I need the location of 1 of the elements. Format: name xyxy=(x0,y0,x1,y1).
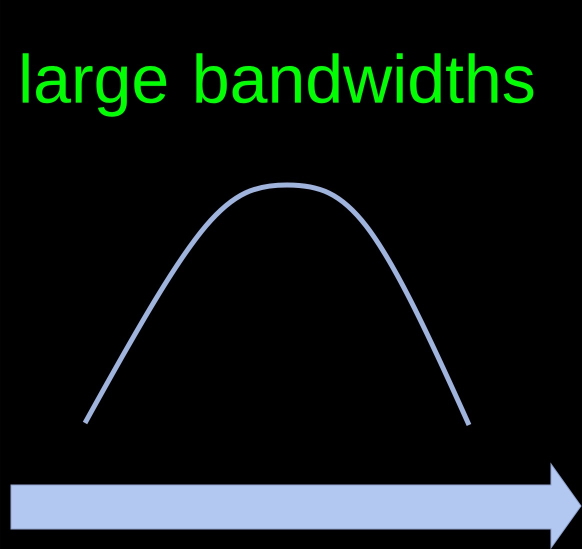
title: large bandwidths xyxy=(22,53,534,117)
